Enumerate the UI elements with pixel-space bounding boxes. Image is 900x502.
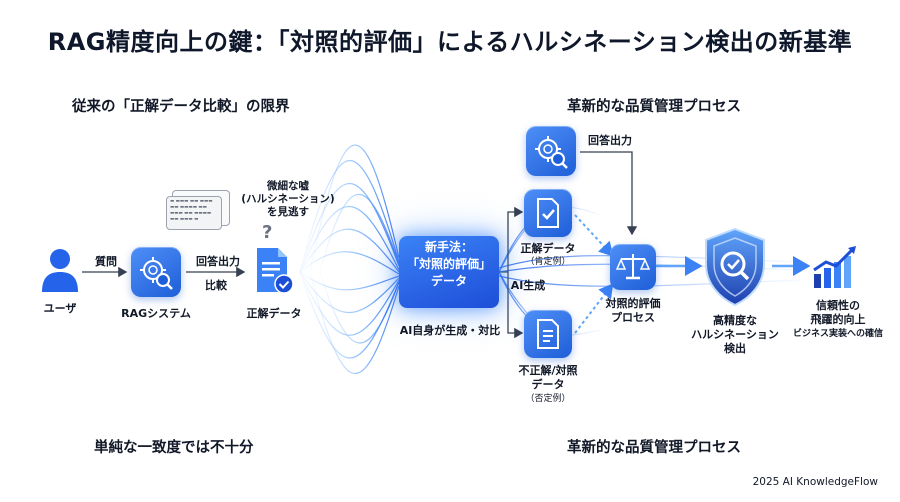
center-line3: データ (430, 274, 467, 288)
trust-label-line3: ビジネス実装への確信 (792, 329, 883, 339)
answer-document-icon (257, 248, 294, 294)
scale-icon (610, 244, 656, 290)
answer-data-label: 正解データ (246, 307, 302, 320)
shield-check-icon (705, 227, 765, 307)
section-process-top: 革新的な品質管理プロセス (567, 99, 741, 115)
edge-compare-label: 比較 (205, 279, 227, 292)
question-mark-icon: ? (262, 222, 273, 243)
arrow-to-positive (499, 206, 524, 273)
annotation-line2: (ハルシネーション) (241, 193, 335, 205)
arrow-output-to-compare (580, 151, 638, 236)
center-line1: 新手法： (424, 240, 473, 254)
positive-label-line1: 正解データ (520, 242, 576, 255)
annotation-line1: 微細な嘘 (267, 180, 309, 192)
compare-label-line1: 対照的評価 (605, 297, 661, 310)
rag-system-icon (131, 247, 181, 297)
compare-label-line2: プロセス (611, 311, 655, 324)
contrastive-evaluation-box: 新手法： 「対照的評価」 データ (399, 236, 499, 308)
incoming-flow-lines (299, 144, 400, 374)
center-line2: 「対照的評価」 (406, 257, 491, 271)
detect-label-line1: 高精度な (713, 314, 757, 327)
rag-output-icon (526, 126, 576, 176)
arrow-to-negative (507, 272, 524, 339)
negative-document-icon (524, 310, 572, 358)
arrow-negative-to-compare (574, 283, 614, 334)
negative-label-line1: 不正解/対照 (518, 364, 578, 377)
section-not-enough: 単純な一致度では不十分 (94, 440, 254, 456)
page-title: RAG精度向上の鍵：「対照的評価」によるハルシネーション検出の新基準 (47, 28, 853, 56)
footer-credit: 2025 AI KnowledgeFlow (752, 476, 878, 488)
user-label: ユーザ (43, 302, 77, 315)
rag-system-label: RAGシステム (121, 307, 191, 320)
edge-question-label: 質問 (95, 255, 117, 268)
chat-bubble-icon: ▬ ▬▬▬ ▬▬ ▬▬▬▬▬ ▬▬▬▬ ▬▬▬▬▬ ▬▬ ▬▬▬▬▬▬ ▬▬▬ … (166, 196, 222, 230)
user-icon (42, 249, 78, 292)
detect-label-line2: ハルシネーション (691, 328, 779, 341)
detect-label-line3: 検出 (724, 342, 746, 355)
edge-output-label: 回答出力 (196, 255, 240, 268)
edge-output2-label: 回答出力 (588, 134, 632, 147)
annotation-line3: を見逃す (267, 206, 309, 218)
negative-label-line3: （否定例） (525, 394, 571, 404)
positive-document-icon (524, 189, 572, 237)
edge-ai-gen-label: AI生成 (510, 279, 546, 292)
edge-ai-self-label: AI自身が生成・対比 (399, 324, 501, 337)
trust-label-line2: 飛躍的向上 (810, 313, 866, 326)
trust-label-line1: 信頼性の (816, 299, 860, 312)
section-process-bottom: 革新的な品質管理プロセス (567, 440, 741, 456)
positive-label-line2: （肯定例） (525, 257, 571, 267)
negative-label-line2: データ (531, 378, 565, 391)
growth-chart-icon (813, 246, 856, 288)
section-limitations: 従来の「正解データ比較」の限界 (72, 99, 290, 115)
